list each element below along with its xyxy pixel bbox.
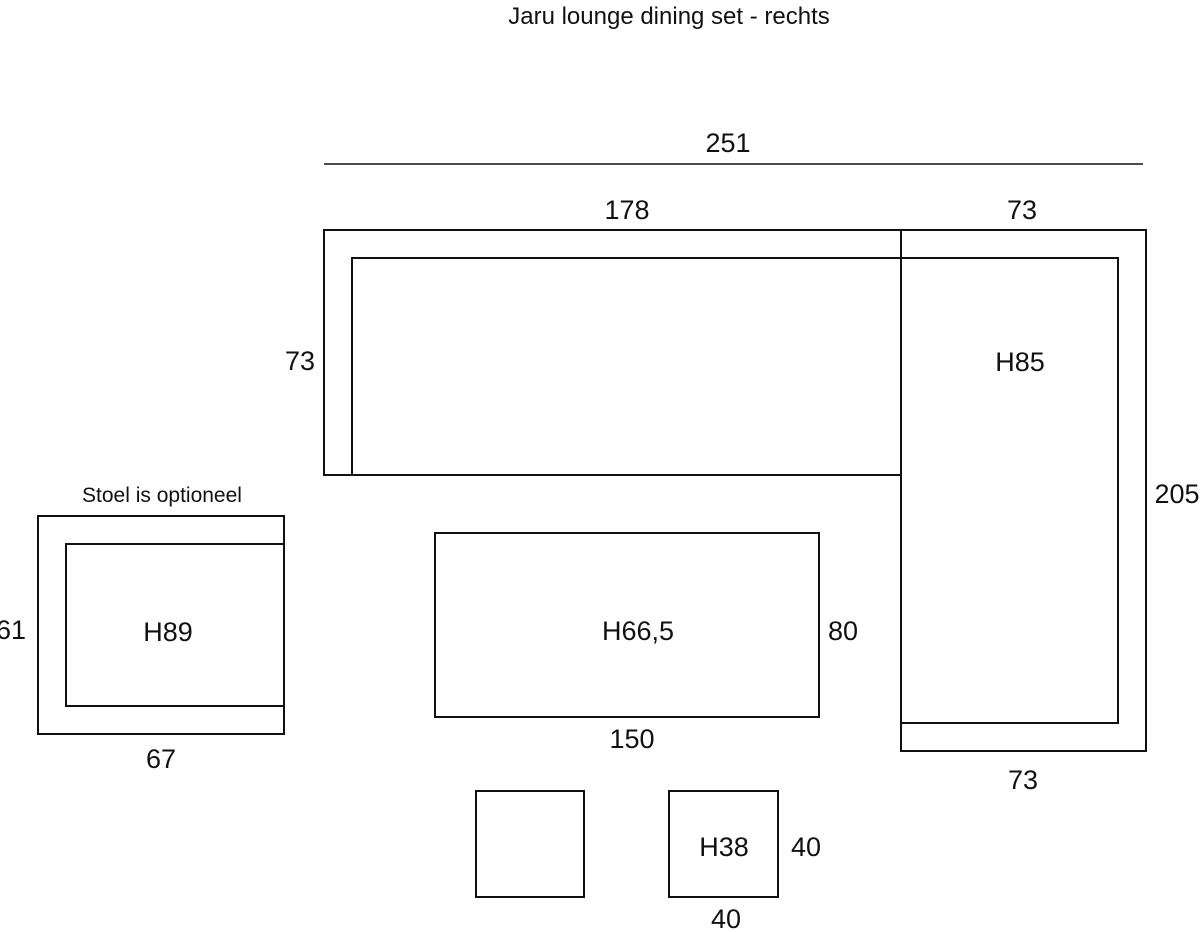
chair-height-label: H89 [143, 617, 193, 647]
table-length-label: 150 [609, 724, 654, 754]
sofa-section [323, 229, 901, 476]
stool-left [475, 790, 585, 898]
chair-outline [37, 515, 285, 735]
chair-width-label: 67 [146, 744, 176, 774]
diagram-title: Jaru lounge dining set - rechts [508, 3, 830, 30]
stool-width-label: 40 [711, 904, 741, 932]
corner-section [900, 229, 1147, 752]
chair-optional-note: Stoel is optioneel [82, 484, 242, 507]
chair-depth-label: 61 [0, 615, 26, 645]
dining-table [434, 532, 820, 718]
stool-height-label: H38 [699, 832, 749, 862]
sofa-seat-outline [351, 257, 901, 475]
corner-seat-outline [901, 257, 1119, 724]
sofa-outline [323, 229, 901, 476]
corner-outline [900, 229, 1147, 752]
corner-depth-total-label: 205 [1154, 479, 1199, 509]
chair [37, 515, 285, 735]
corner-height-label: H85 [995, 347, 1045, 377]
sofa-depth-label: 73 [285, 346, 315, 376]
sofa-length-label: 178 [604, 195, 649, 225]
table-depth-label: 80 [828, 616, 858, 646]
corner-bottom-width-label: 73 [1008, 765, 1038, 795]
corner-width-label: 73 [1007, 195, 1037, 225]
stool-depth-label: 40 [791, 832, 821, 862]
stool-right [668, 790, 779, 898]
chair-seat-outline [65, 543, 284, 707]
table-height-label: H66,5 [602, 616, 674, 646]
total-width-label: 251 [705, 128, 750, 158]
